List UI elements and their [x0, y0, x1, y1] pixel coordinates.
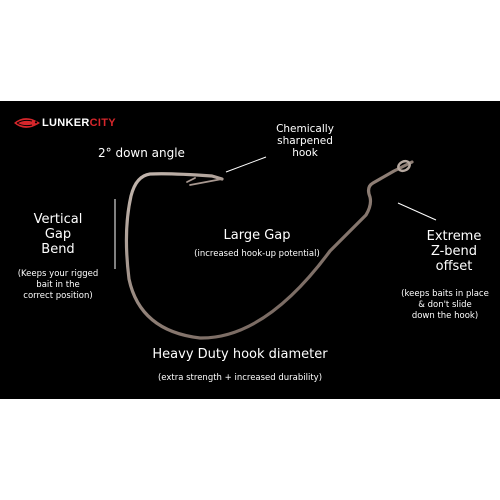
callout-down-angle: 2° down angle [98, 146, 185, 160]
callout-z-bend: Extreme Z-bend offset [426, 229, 482, 274]
pointer-z-bend [397, 202, 437, 221]
callout-sharpened: Chemically sharpened hook [276, 123, 334, 160]
hook-point [186, 177, 223, 186]
lunker-city-logo: LUNKERCITY [12, 115, 116, 131]
note-diameter: (extra strength + increased durability) [157, 373, 323, 383]
callout-vertical-gap-bend: Vertical Gap Bend [33, 212, 83, 257]
fish-icon [14, 118, 40, 128]
callout-diameter: Heavy Duty hook diameter [152, 347, 328, 362]
logo-text-lunker: LUNKER [42, 117, 90, 129]
callout-large-gap: Large Gap [223, 228, 291, 243]
note-large-gap: (increased hook-up potential) [194, 249, 320, 259]
hook-eye [397, 159, 411, 173]
hook-body [124, 160, 414, 340]
diagram-panel: LUNKERCITY 2° down angle Chemically shar… [0, 101, 500, 399]
hook-illustration [114, 156, 437, 340]
note-z-bend: (keeps baits in place & don't slide down… [401, 289, 489, 322]
note-vertical-gap-bend: (Keeps your rigged bait in the correct p… [17, 269, 99, 302]
pointer-sharpened [225, 156, 267, 173]
logo-text-city: CITY [89, 117, 116, 129]
